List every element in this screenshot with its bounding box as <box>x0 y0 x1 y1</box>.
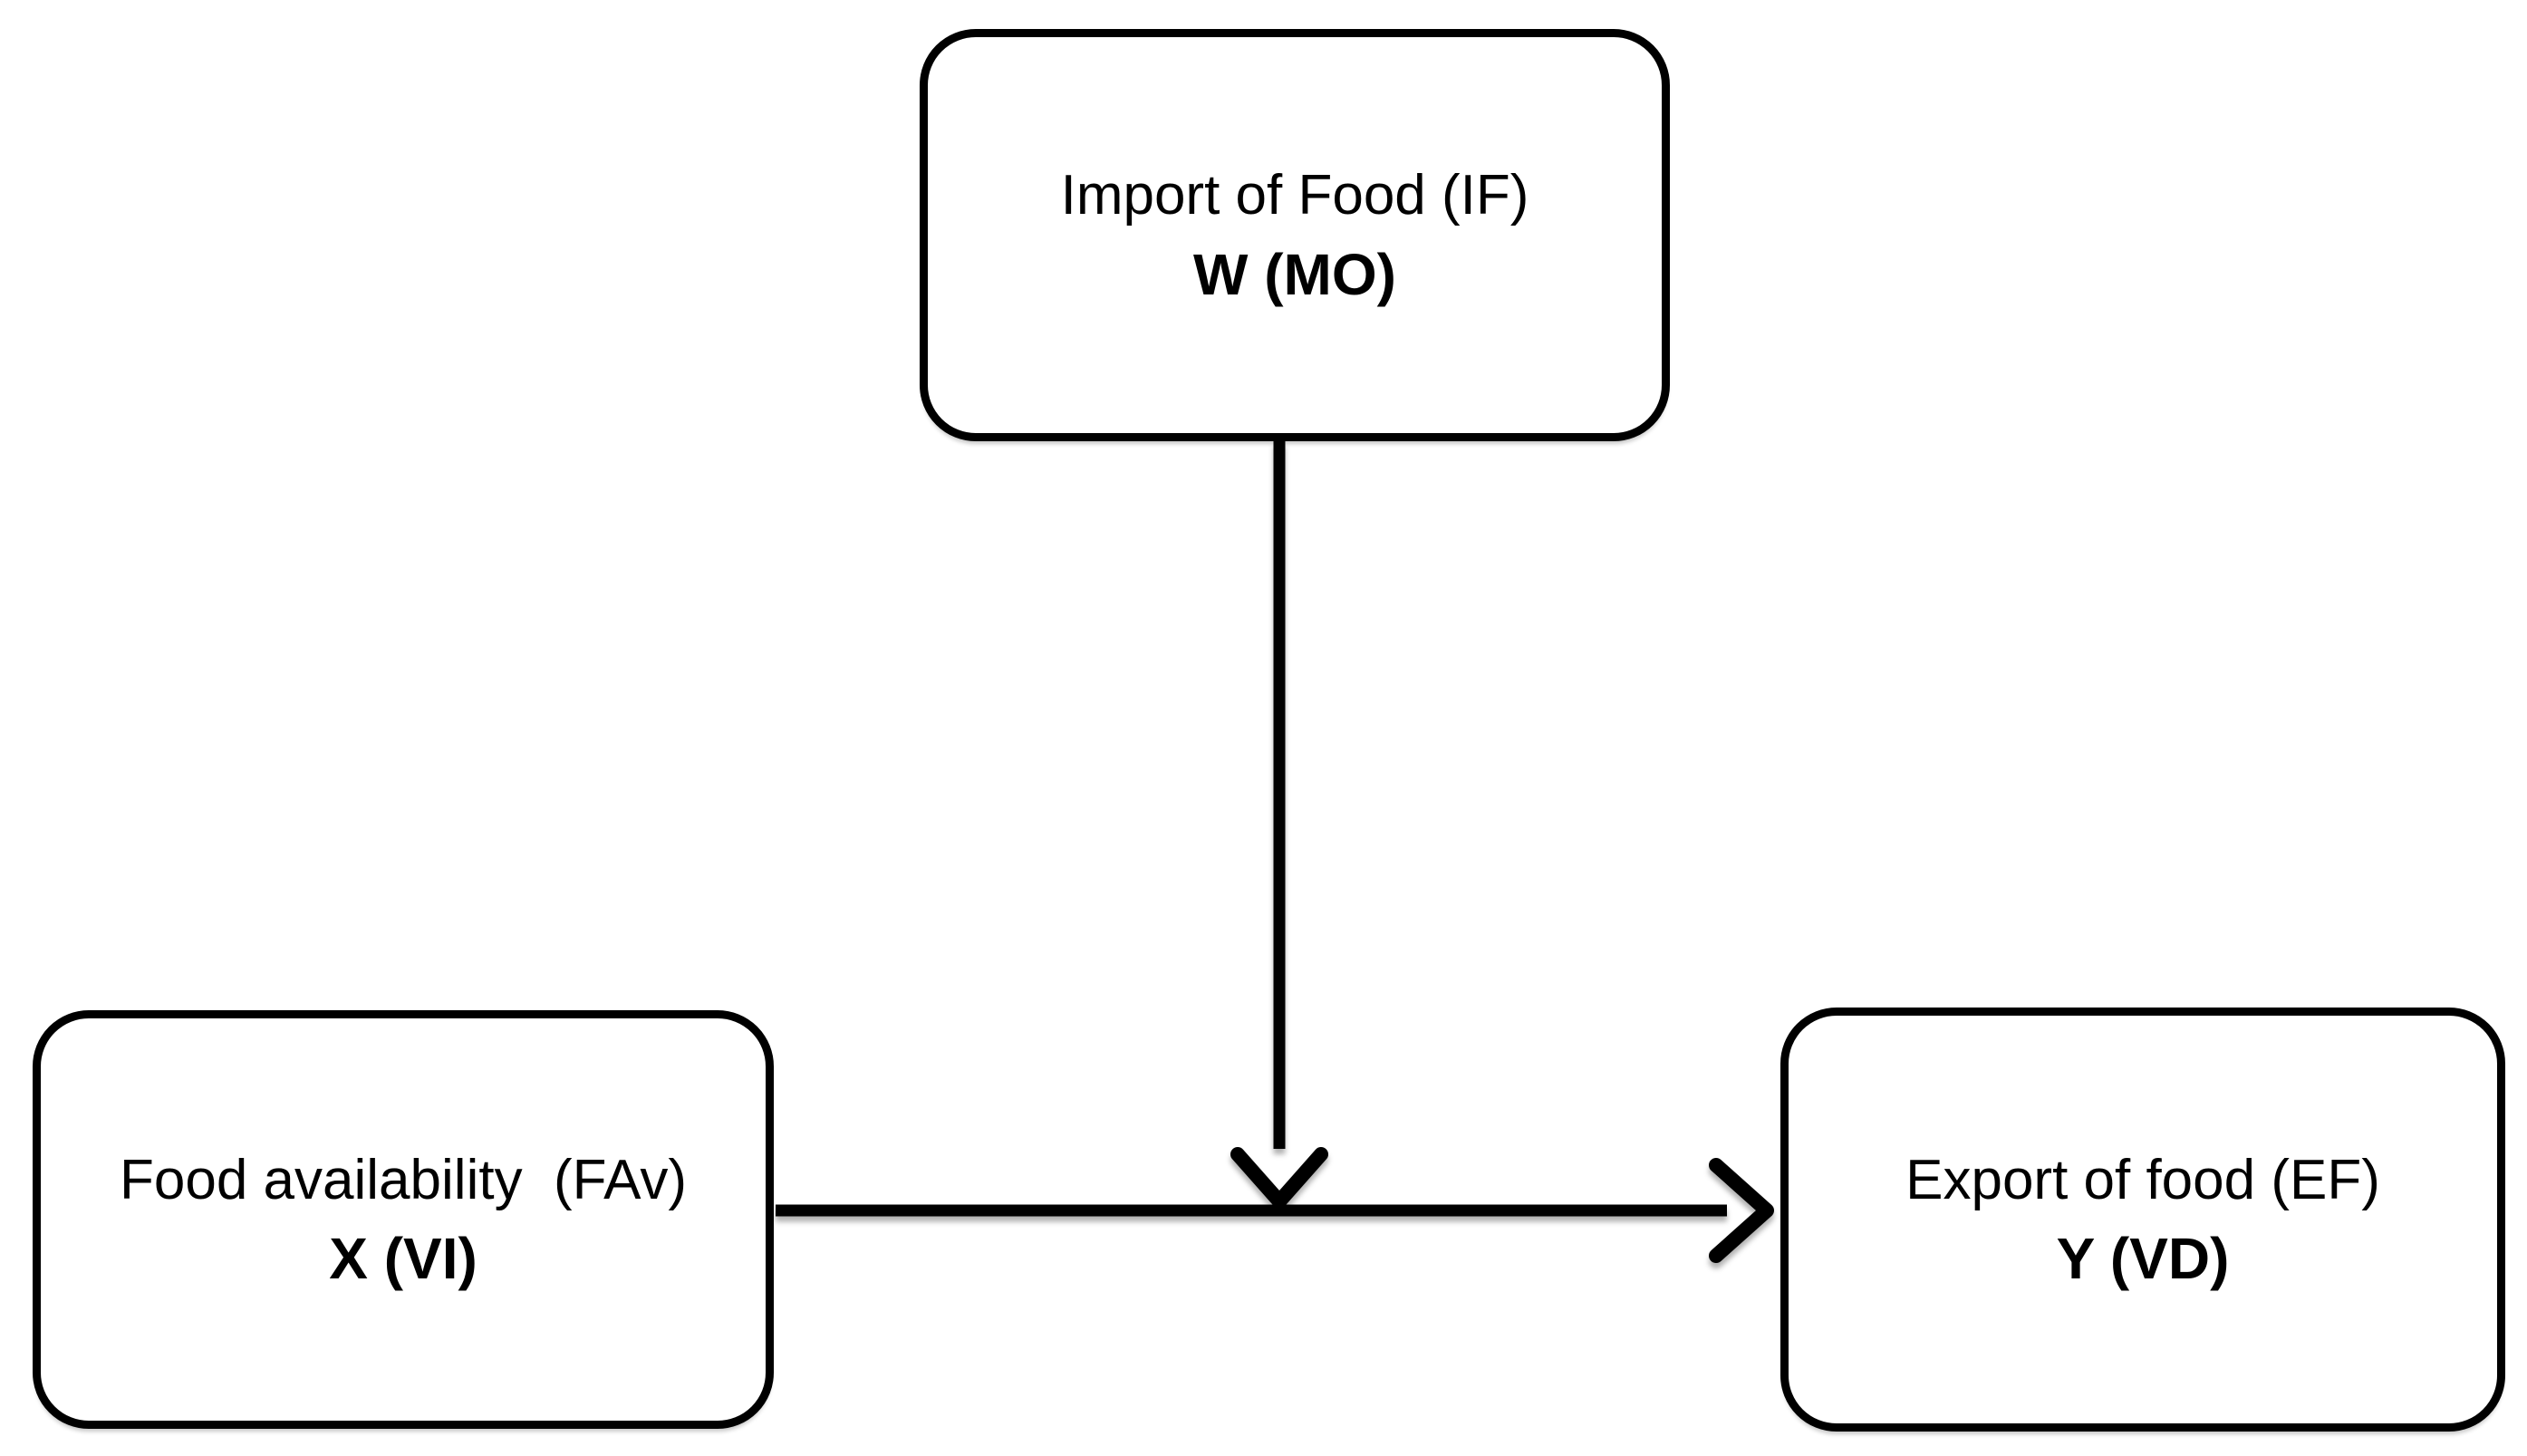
node-independent: Food availability (FAv) X (VI) <box>33 1010 774 1429</box>
node-moderator-code: W (MO) <box>1193 241 1396 307</box>
down-arrowhead-icon <box>1230 1147 1328 1209</box>
node-independent-title: Food availability (FAv) <box>120 1148 687 1211</box>
node-moderator: Import of Food (IF) W (MO) <box>920 29 1670 441</box>
node-dependent: Export of food (EF) Y (VD) <box>1780 1008 2505 1432</box>
node-independent-code: X (VI) <box>329 1226 477 1292</box>
node-moderator-title: Import of Food (IF) <box>1060 164 1529 227</box>
x-to-y-arrow <box>776 1158 1774 1263</box>
node-dependent-title: Export of food (EF) <box>1905 1148 2380 1211</box>
right-arrowhead-icon <box>1709 1158 1774 1263</box>
moderator-arrow <box>1230 441 1328 1209</box>
node-dependent-code: Y (VD) <box>2056 1226 2230 1292</box>
